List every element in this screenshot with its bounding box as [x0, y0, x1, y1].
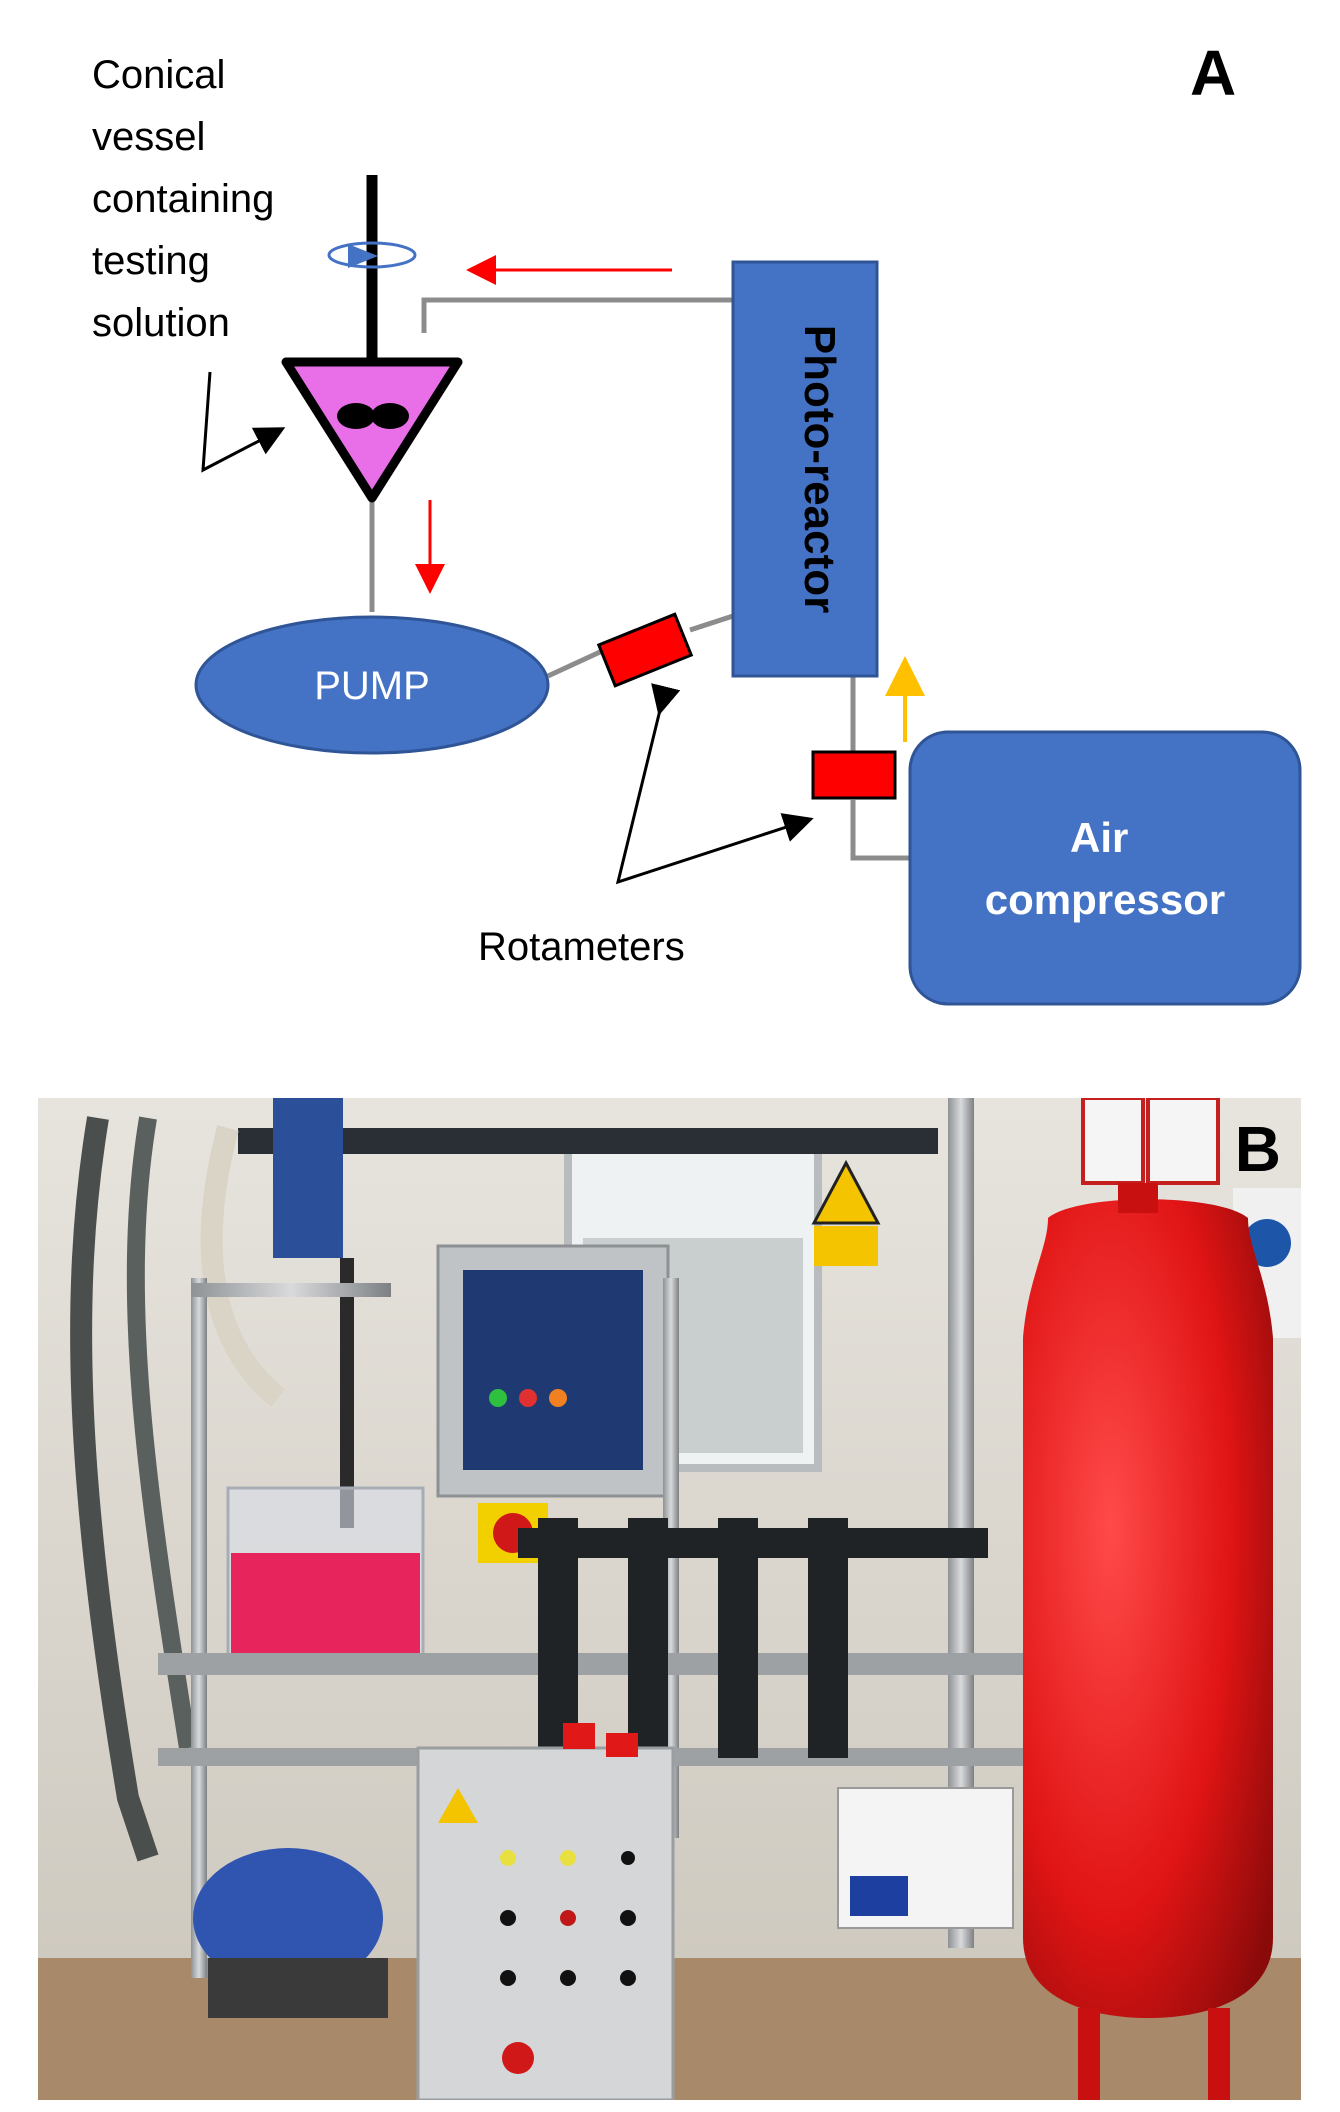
pilot-plant-illustration: [38, 1098, 1301, 2100]
vessel-label: Conical vessel containing testing soluti…: [92, 53, 286, 345]
panel-a-letter: A: [1190, 37, 1236, 109]
vessel-label-line: containing: [92, 177, 274, 221]
safety-sign: [1146, 1098, 1220, 1185]
stirrer-impeller: [337, 403, 375, 429]
warning-sign-plate: [814, 1226, 878, 1266]
indicator-light: [519, 1389, 537, 1407]
pressure-tank-foot: [1208, 2008, 1230, 2100]
pressure-tank-valve: [1118, 1183, 1158, 1213]
red-cap: [606, 1733, 638, 1757]
pump-motor-base: [208, 1958, 388, 2018]
vessel-pointer-arrow: [201, 371, 286, 473]
pipe-pump-to-rotameter: [546, 649, 602, 679]
frame-bar: [191, 1283, 391, 1297]
rotameters-pointer-arrow: [615, 683, 814, 885]
pipe-manifold: [518, 1518, 988, 1758]
bench-top: [158, 1653, 1058, 1675]
indicator-light: [549, 1389, 567, 1407]
air-compressor-label-line: Air: [1070, 814, 1128, 861]
frame-pole: [191, 1278, 207, 1978]
stirrer-rod: [340, 1258, 354, 1528]
overhead-pipe: [238, 1128, 938, 1154]
vessel-label-line: Conical: [92, 53, 225, 97]
pipe-return: [421, 297, 733, 333]
air-compressor-label: Air compressor: [985, 814, 1225, 923]
pipe-air-rotameter-to-compressor: [850, 800, 910, 861]
vessel-label-line: testing: [92, 239, 210, 283]
stirrer-rotation-icon: [327, 241, 417, 269]
safety-sign: [1081, 1098, 1145, 1185]
rotameter-liquid: [596, 612, 694, 688]
stirrer-impeller: [371, 403, 409, 429]
pilot-plant-photo: B: [38, 1098, 1301, 2100]
warning-sign: [811, 1159, 881, 1225]
photo-reactor: [731, 260, 879, 678]
cabinet-warning-sign: [438, 1788, 478, 1823]
pressure-tank: [1023, 1199, 1273, 2018]
cabinet-buttons: [500, 1850, 636, 1986]
hose: [70, 1116, 159, 1862]
pink-solution: [231, 1553, 420, 1661]
red-cap: [563, 1723, 595, 1749]
hose: [126, 1116, 197, 1750]
pump-motor: [193, 1848, 383, 1988]
conical-vessel: [281, 357, 463, 503]
cabinet-emergency-knob: [502, 2042, 534, 2074]
air-compressor: [908, 730, 1302, 1006]
pump: [194, 615, 550, 755]
pump-label: PUMP: [314, 664, 430, 708]
pipe-rotameter-to-reactor: [689, 613, 734, 633]
vessel-label-line: vessel: [92, 115, 205, 159]
hose: [200, 1125, 286, 1407]
indicator-light: [489, 1389, 507, 1407]
pressure-tank-foot: [1078, 2008, 1100, 2100]
process-diagram: A Conical vessel containing testing solu…: [92, 37, 1302, 1006]
rotameter-air: [811, 750, 897, 800]
photo-reactor-label: Photo-reactor: [795, 325, 844, 613]
pipes: [369, 297, 910, 861]
stirrer-motor: [273, 1098, 343, 1258]
control-panel-face: [463, 1270, 643, 1470]
rotameters-label: Rotameters: [478, 925, 685, 969]
air-compressor-label-line: compressor: [985, 876, 1225, 923]
stirrer-rotation-arrowhead: [348, 244, 378, 268]
vessel-label-line: solution: [92, 301, 230, 345]
panel-b-letter: B: [1234, 1113, 1281, 1185]
eu-flag: [850, 1876, 908, 1916]
